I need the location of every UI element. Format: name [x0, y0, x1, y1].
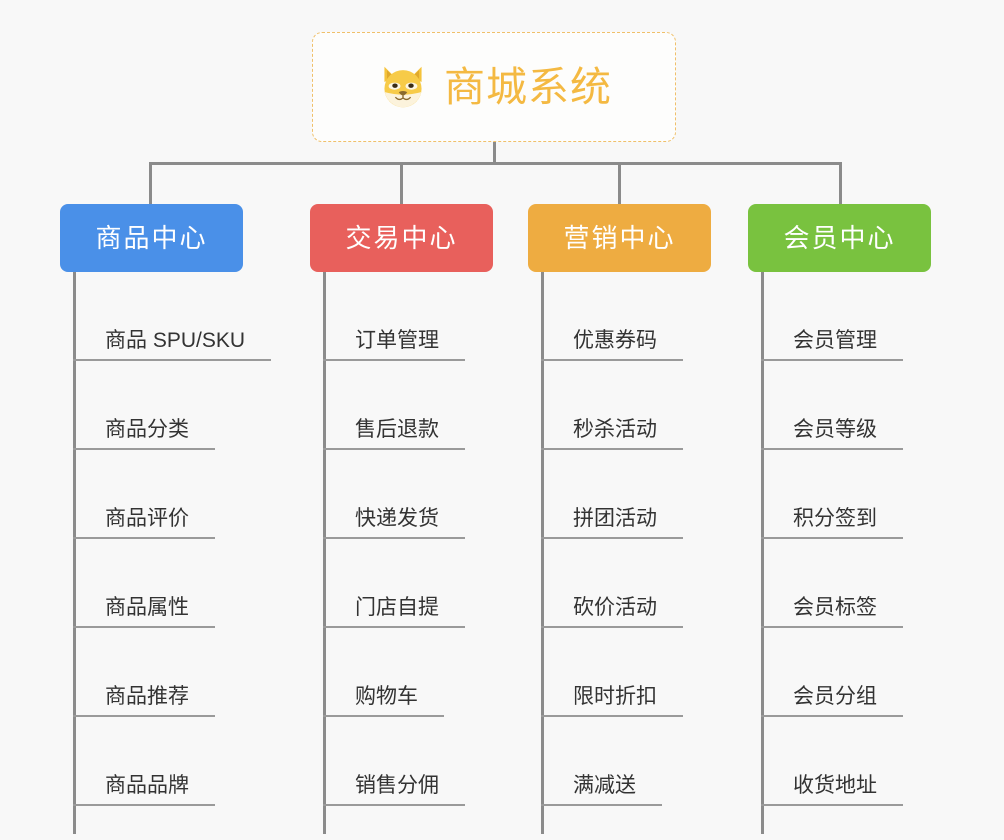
branch-column-3: 营销中心 优惠券码 秒杀活动 拼团活动 砍价活动 限时折扣 满减送	[528, 204, 711, 834]
branch-label-3: 营销中心	[563, 223, 676, 253]
branch-label-2: 交易中心	[345, 223, 458, 253]
connector-root-drop	[493, 142, 496, 164]
branch-spine-4	[761, 272, 764, 834]
leaf-label: 积分签到	[761, 506, 903, 539]
leaf-item[interactable]: 会员等级	[761, 361, 903, 450]
leaf-label: 会员标签	[761, 595, 903, 628]
branch-spine-1	[73, 272, 76, 834]
leaf-label: 限时折扣	[541, 684, 683, 717]
leaf-label: 收货地址	[761, 773, 903, 806]
branch-label-4: 会员中心	[783, 223, 896, 253]
leaf-item[interactable]: 收货地址	[761, 717, 903, 806]
leaf-label: 商品 SPU/SKU	[73, 328, 272, 361]
leaf-item[interactable]: 订单管理	[323, 272, 465, 361]
connector-branch-drop-1	[149, 162, 152, 206]
branch-column-4: 会员中心 会员管理 会员等级 积分签到 会员标签 会员分组 收货地址	[748, 204, 931, 834]
leaf-label: 门店自提	[323, 595, 465, 628]
connector-branch-drop-2	[400, 162, 403, 206]
branch-node-4[interactable]: 会员中心	[748, 204, 931, 272]
leaf-item[interactable]: 商品评价	[73, 450, 215, 539]
root-title: 商城系统	[444, 63, 612, 110]
leaf-label: 满减送	[541, 773, 662, 806]
leaf-item[interactable]: 积分签到	[761, 450, 903, 539]
root-node[interactable]: 商城系统	[312, 32, 676, 142]
leaf-item[interactable]: 购物车	[323, 628, 444, 717]
branch-label-1: 商品中心	[95, 223, 208, 253]
leaf-item[interactable]: 满减送	[541, 717, 662, 806]
leaf-item[interactable]: 会员标签	[761, 539, 903, 628]
leaf-item[interactable]: 售后退款	[323, 361, 465, 450]
leaf-label: 快递发货	[323, 506, 465, 539]
leaf-item[interactable]: 商品 SPU/SKU	[73, 272, 272, 361]
leaf-label: 会员等级	[761, 417, 903, 450]
branch-spine-3	[541, 272, 544, 834]
leaf-label: 秒杀活动	[541, 417, 683, 450]
shiba-dog-face-icon	[384, 66, 422, 108]
leaf-label: 商品属性	[73, 595, 215, 628]
leaf-item[interactable]: 拼团活动	[541, 450, 683, 539]
leaf-item[interactable]: 商品推荐	[73, 628, 215, 717]
leaf-label: 商品评价	[73, 506, 215, 539]
leaf-label: 拼团活动	[541, 506, 683, 539]
leaf-label: 会员分组	[761, 684, 903, 717]
leaf-item[interactable]: 门店自提	[323, 539, 465, 628]
leaf-label: 售后退款	[323, 417, 465, 450]
leaf-label: 优惠券码	[541, 328, 683, 361]
connector-branch-drop-3	[618, 162, 621, 206]
branch-column-1: 商品中心 商品 SPU/SKU 商品分类 商品评价 商品属性 商品推荐 商品品牌	[60, 204, 272, 834]
leaf-label: 订单管理	[323, 328, 465, 361]
branch-node-2[interactable]: 交易中心	[310, 204, 493, 272]
branch-column-2: 交易中心 订单管理 售后退款 快递发货 门店自提 购物车 销售分佣	[310, 204, 493, 834]
branch-node-1[interactable]: 商品中心	[60, 204, 243, 272]
leaf-label: 商品推荐	[73, 684, 215, 717]
leaf-item[interactable]: 秒杀活动	[541, 361, 683, 450]
leaf-item[interactable]: 会员分组	[761, 628, 903, 717]
leaf-label: 会员管理	[761, 328, 903, 361]
leaf-item[interactable]: 商品品牌	[73, 717, 215, 806]
leaf-item[interactable]: 限时折扣	[541, 628, 683, 717]
connector-horizontal-bus	[149, 162, 842, 165]
branch-spine-2	[323, 272, 326, 834]
branch-node-3[interactable]: 营销中心	[528, 204, 711, 272]
leaf-label: 销售分佣	[323, 773, 465, 806]
leaf-item[interactable]: 商品分类	[73, 361, 215, 450]
leaf-item[interactable]: 快递发货	[323, 450, 465, 539]
leaf-item[interactable]: 会员管理	[761, 272, 903, 361]
leaf-item[interactable]: 销售分佣	[323, 717, 465, 806]
connector-branch-drop-4	[839, 162, 842, 206]
leaf-label: 商品品牌	[73, 773, 215, 806]
leaf-item[interactable]: 商品属性	[73, 539, 215, 628]
leaf-label: 购物车	[323, 684, 444, 717]
leaf-label: 商品分类	[73, 417, 215, 450]
leaf-item[interactable]: 优惠券码	[541, 272, 683, 361]
leaf-item[interactable]: 砍价活动	[541, 539, 683, 628]
leaf-label: 砍价活动	[541, 595, 683, 628]
